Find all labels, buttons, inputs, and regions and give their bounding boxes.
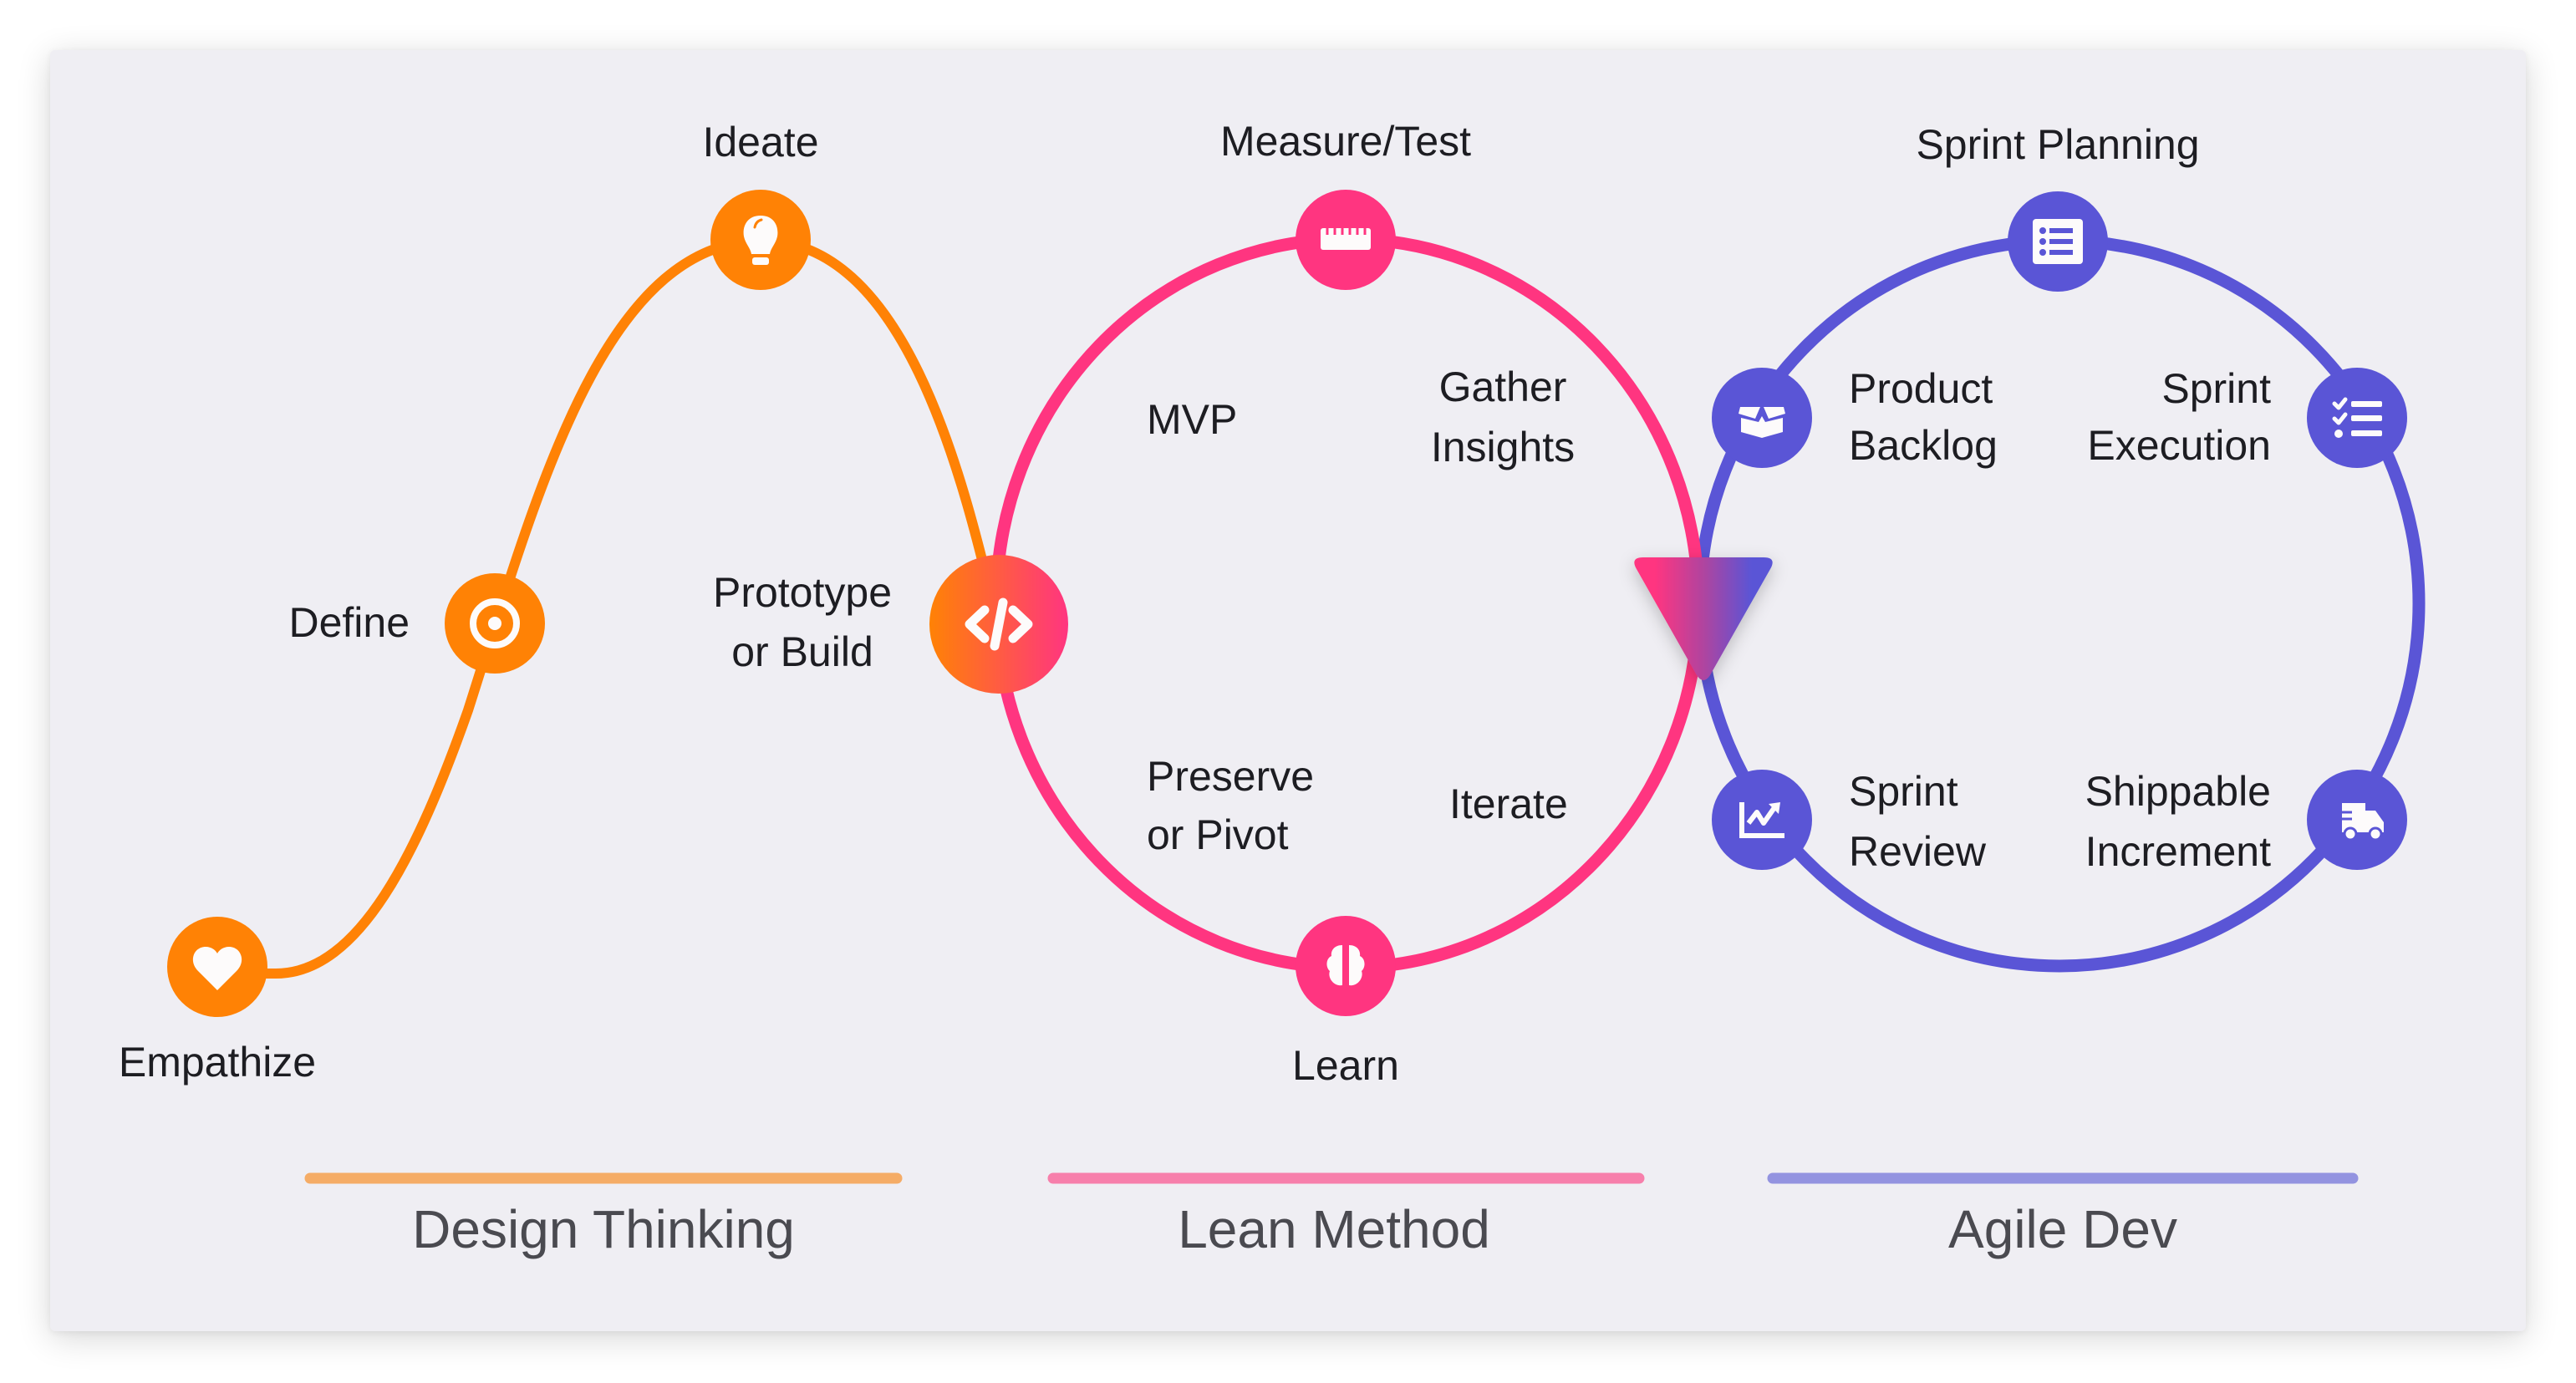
label-sprint-execution-line2: Execution — [2087, 422, 2271, 469]
lightbulb-icon — [743, 216, 778, 265]
node-shippable-increment[interactable] — [2307, 770, 2407, 870]
chart-icon — [1739, 802, 1784, 838]
label-ideate: Ideate — [702, 119, 818, 165]
truck-icon — [2337, 803, 2384, 841]
node-sprint-execution[interactable] — [2307, 368, 2407, 468]
node-prototype[interactable] — [929, 555, 1068, 694]
code-icon — [965, 597, 1033, 651]
label-sprint-planning: Sprint Planning — [1916, 121, 2199, 168]
label-shippable-line2: Increment — [2085, 828, 2271, 875]
label-shippable-line1: Shippable — [2085, 768, 2271, 815]
label-product-backlog-line1: Product — [1849, 365, 1993, 412]
node-sprint-review[interactable] — [1712, 770, 1812, 870]
node-ideate[interactable] — [710, 190, 811, 290]
label-preserve-line2: or Pivot — [1147, 811, 1289, 858]
section-title-design-thinking: Design Thinking — [412, 1199, 795, 1259]
label-define: Define — [288, 599, 410, 646]
label-learn: Learn — [1292, 1042, 1399, 1089]
diagram-card — [50, 50, 2526, 1331]
label-preserve-line1: Preserve — [1147, 753, 1314, 800]
label-product-backlog-line2: Backlog — [1849, 422, 1998, 469]
node-measure-test[interactable] — [1296, 190, 1396, 290]
label-mvp: MVP — [1147, 396, 1237, 443]
label-measure-test: Measure/Test — [1220, 118, 1471, 165]
label-sprint-review-line2: Review — [1849, 828, 1987, 875]
label-sprint-review-line1: Sprint — [1849, 768, 1958, 815]
ruler-icon — [1321, 228, 1371, 250]
agile-cycle-ring — [1693, 234, 2426, 973]
node-product-backlog[interactable] — [1712, 368, 1812, 468]
box-icon — [1739, 407, 1785, 438]
brain-icon — [1326, 945, 1365, 986]
list-icon — [2033, 219, 2083, 264]
label-iterate: Iterate — [1449, 780, 1568, 827]
section-title-agile-dev: Agile Dev — [1948, 1199, 2177, 1259]
section-title-lean-method: Lean Method — [1178, 1199, 1490, 1259]
label-gather-line2: Insights — [1431, 424, 1575, 470]
node-empathize[interactable] — [167, 917, 267, 1017]
node-learn[interactable] — [1296, 916, 1396, 1016]
label-empathize: Empathize — [119, 1039, 316, 1086]
label-prototype-line1: Prototype — [713, 569, 892, 616]
transition-triangle — [1634, 557, 1773, 680]
checklist-icon — [2332, 397, 2382, 438]
heart-icon — [192, 947, 242, 990]
design-thinking-curve — [214, 235, 1001, 979]
label-prototype-line2: or Build — [731, 628, 873, 675]
label-sprint-execution-line1: Sprint — [2161, 365, 2271, 412]
target-icon — [470, 598, 520, 648]
lean-cycle-ring — [990, 232, 1705, 974]
node-define[interactable] — [445, 573, 545, 674]
label-gather-line1: Gather — [1439, 364, 1567, 410]
node-sprint-planning[interactable] — [2008, 191, 2108, 292]
